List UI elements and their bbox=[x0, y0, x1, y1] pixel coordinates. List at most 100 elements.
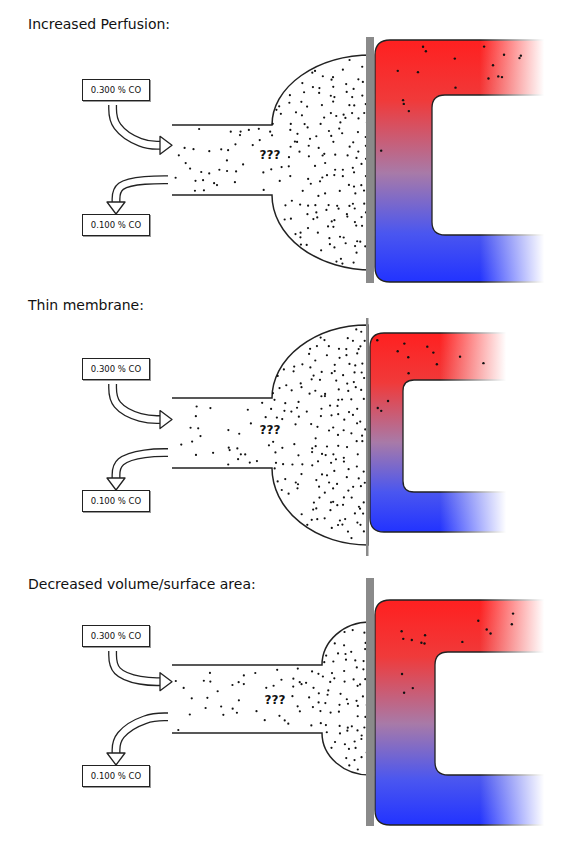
co-molecule bbox=[185, 162, 187, 164]
co-molecule bbox=[360, 756, 362, 758]
co-molecule bbox=[332, 487, 334, 489]
co-molecule bbox=[314, 165, 316, 167]
co-molecule bbox=[349, 146, 351, 148]
co-molecule bbox=[191, 440, 193, 442]
co-molecule bbox=[337, 208, 339, 210]
co-molecule bbox=[351, 96, 353, 98]
alveolus-wall bbox=[172, 55, 372, 270]
co-molecule bbox=[357, 705, 359, 707]
co-molecule bbox=[227, 463, 229, 465]
co-molecule bbox=[331, 527, 333, 529]
co-molecule bbox=[280, 679, 282, 681]
co-molecule bbox=[329, 243, 331, 245]
co-molecule bbox=[324, 702, 326, 704]
co-molecule bbox=[356, 440, 358, 442]
co-molecule bbox=[407, 372, 409, 374]
co-molecule bbox=[309, 348, 311, 350]
vessel-fade bbox=[440, 325, 587, 540]
co-molecule bbox=[189, 427, 191, 429]
co-molecule bbox=[209, 680, 211, 682]
co-molecule bbox=[317, 195, 319, 197]
blood-co-dots bbox=[376, 45, 522, 694]
co-molecule bbox=[352, 88, 354, 90]
co-molecule bbox=[354, 364, 356, 366]
co-molecule bbox=[355, 252, 357, 254]
co-molecule bbox=[380, 149, 382, 151]
co-molecule bbox=[320, 408, 322, 410]
co-molecule bbox=[297, 705, 299, 707]
alveolus: ??? bbox=[172, 325, 368, 545]
co-molecule bbox=[320, 722, 322, 724]
co-molecule bbox=[316, 345, 318, 347]
co-molecule bbox=[380, 410, 382, 412]
co-molecule bbox=[291, 389, 293, 391]
co-molecule bbox=[324, 162, 326, 164]
co-molecule bbox=[308, 696, 310, 698]
co-molecule bbox=[361, 94, 363, 96]
co-molecule bbox=[489, 632, 491, 634]
co-molecule bbox=[361, 362, 363, 364]
co-molecule bbox=[497, 75, 499, 77]
co-molecule bbox=[308, 353, 310, 355]
co-molecule bbox=[275, 109, 277, 111]
co-molecule bbox=[319, 379, 321, 381]
co-molecule bbox=[343, 631, 345, 633]
co-molecule bbox=[199, 435, 201, 437]
co-molecule bbox=[291, 463, 293, 465]
co-molecule bbox=[322, 154, 324, 156]
co-molecule bbox=[347, 489, 349, 491]
co-molecule bbox=[352, 203, 354, 205]
co-molecule bbox=[297, 483, 299, 485]
co-molecule bbox=[325, 209, 327, 211]
co-molecule bbox=[346, 91, 348, 93]
membrane-thick bbox=[366, 578, 374, 826]
co-molecule bbox=[336, 205, 338, 207]
co-molecule bbox=[297, 454, 299, 456]
co-molecule bbox=[309, 138, 311, 140]
co-molecule bbox=[270, 168, 272, 170]
co-molecule bbox=[354, 747, 356, 749]
co-molecule bbox=[321, 104, 323, 106]
co-molecule bbox=[289, 94, 291, 96]
co-molecule bbox=[316, 216, 318, 218]
co-molecule bbox=[357, 150, 359, 152]
co-molecule bbox=[293, 365, 295, 367]
co-molecule bbox=[292, 678, 294, 680]
co-molecule bbox=[300, 243, 302, 245]
co-molecule bbox=[344, 117, 346, 119]
co-molecule bbox=[356, 685, 358, 687]
co-molecule bbox=[512, 612, 514, 614]
arrow-head bbox=[160, 136, 172, 154]
co-molecule bbox=[292, 685, 294, 687]
co-molecule bbox=[425, 50, 427, 52]
co-molecule bbox=[363, 112, 365, 114]
co-molecule bbox=[238, 433, 240, 435]
co-molecule bbox=[212, 452, 214, 454]
co-molecule bbox=[284, 402, 286, 404]
co-molecule bbox=[342, 175, 344, 177]
arrow-body bbox=[113, 105, 160, 145]
co-molecule bbox=[203, 680, 205, 682]
co-molecule bbox=[268, 444, 270, 446]
co-molecule bbox=[307, 178, 309, 180]
co-molecule bbox=[232, 708, 234, 710]
co-molecule bbox=[242, 163, 244, 165]
co-molecule bbox=[321, 453, 323, 455]
co-molecule bbox=[283, 368, 285, 370]
co-molecule bbox=[280, 113, 282, 115]
co-molecule bbox=[334, 364, 336, 366]
co-molecule bbox=[318, 147, 320, 149]
co-molecule bbox=[310, 423, 312, 425]
unknown-concentration: ??? bbox=[260, 148, 281, 162]
co-molecule bbox=[326, 474, 328, 476]
co-molecule bbox=[338, 357, 340, 359]
co-molecule bbox=[295, 481, 297, 483]
co-molecule bbox=[295, 111, 297, 113]
co-molecule bbox=[298, 151, 300, 153]
co-molecule bbox=[294, 423, 296, 425]
co-molecule bbox=[192, 148, 194, 150]
co-molecule bbox=[346, 446, 348, 448]
co-molecule bbox=[308, 155, 310, 157]
co-molecule bbox=[235, 170, 237, 172]
co-molecule bbox=[332, 86, 334, 88]
